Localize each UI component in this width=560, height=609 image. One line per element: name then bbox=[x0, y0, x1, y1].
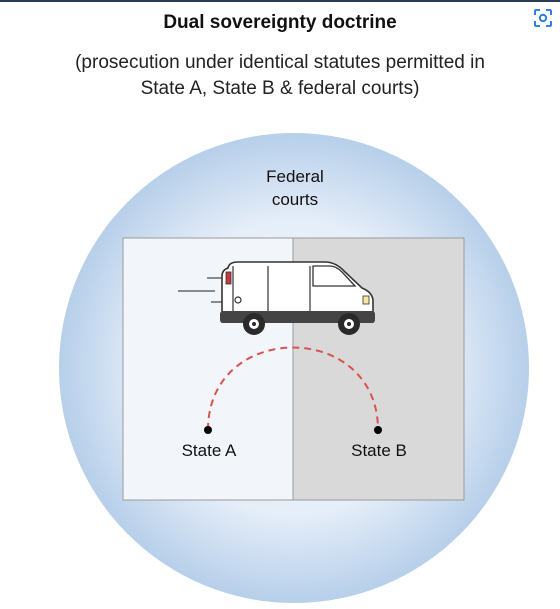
diagram-title: Dual sovereignty doctrine bbox=[163, 12, 397, 33]
top-divider bbox=[0, 0, 560, 2]
subtitle-line-1: (prosecution under identical statutes pe… bbox=[75, 52, 485, 73]
visual-search-icon bbox=[534, 9, 552, 27]
state-a-label: State A bbox=[181, 441, 237, 460]
visual-search-button[interactable] bbox=[530, 5, 556, 31]
subtitle-line-2: State A, State B & federal courts) bbox=[140, 78, 420, 99]
van-icon bbox=[178, 261, 375, 335]
federal-label-line-1: Federal bbox=[266, 167, 324, 186]
federal-courts-label: Federal courts bbox=[240, 165, 350, 211]
diagram-subtitle: (prosecution under identical statutes pe… bbox=[20, 50, 540, 102]
federal-label-line-2: courts bbox=[271, 190, 319, 209]
crossing-path-arc bbox=[207, 346, 379, 431]
state-b-point bbox=[374, 426, 382, 434]
state-b-label: State B bbox=[351, 441, 407, 460]
state-a-point bbox=[204, 426, 212, 434]
